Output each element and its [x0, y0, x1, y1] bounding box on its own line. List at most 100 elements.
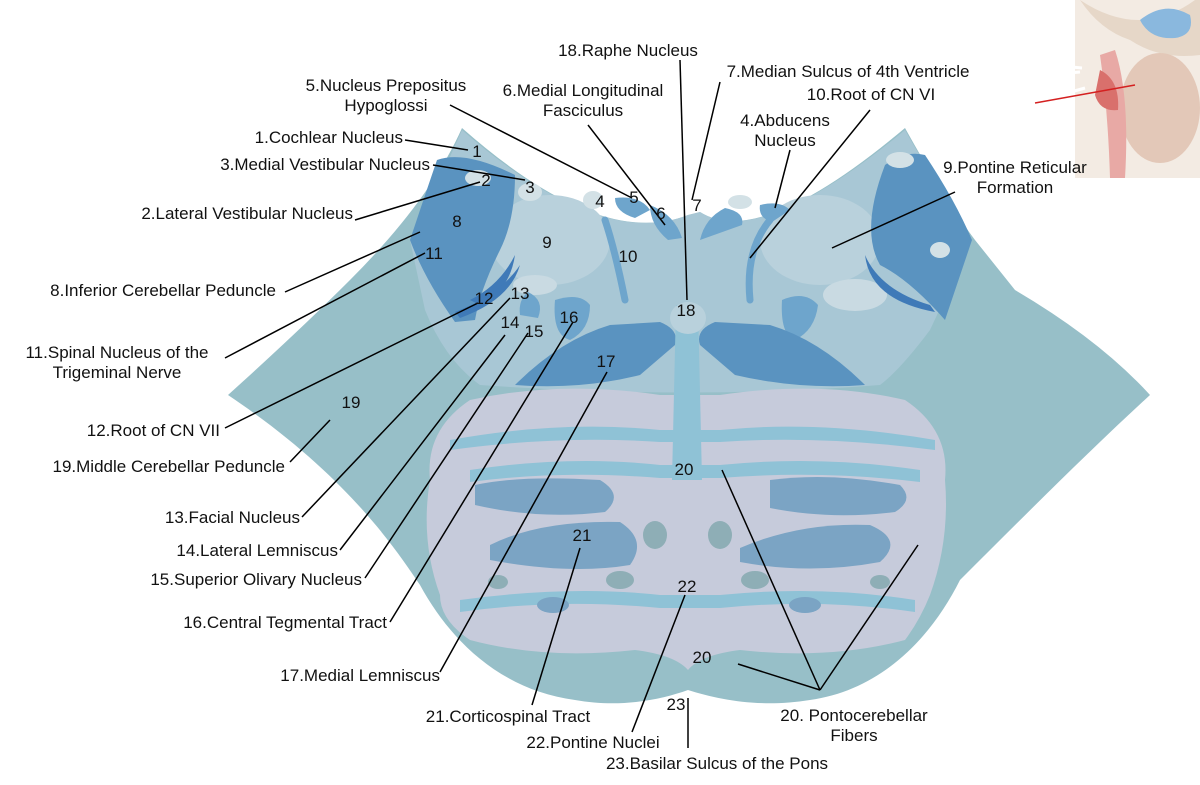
- label-3: 3.Medial Vestibular Nucleus: [220, 155, 430, 174]
- mlf-right: [700, 208, 743, 240]
- number-8: 8: [452, 212, 461, 231]
- pontine-nucleus-patch: [789, 597, 821, 613]
- inset-nerves: [1044, 63, 1086, 97]
- label-21: 21.Corticospinal Tract: [426, 707, 591, 726]
- structure-labels: 18.Raphe Nucleus 7.Median Sulcus of 4th …: [25, 41, 1087, 773]
- number-19: 19: [342, 393, 361, 412]
- pontine-nucleus-patch: [870, 575, 890, 589]
- structure-numbers: 1 2 3 4 5 6 7 8 9 10 11 12 13 14 15 16 1…: [342, 142, 712, 714]
- number-1: 1: [472, 142, 481, 161]
- label-20-line2: Fibers: [830, 726, 877, 745]
- abducens-nucleus-right: [759, 203, 790, 222]
- number-23: 23: [667, 695, 686, 714]
- label-4-line1: 4.Abducens: [740, 111, 830, 130]
- label-11-line1: 11.Spinal Nucleus of the: [25, 343, 208, 362]
- leader-3: [432, 164, 526, 181]
- number-22: 22: [678, 577, 697, 596]
- number-16: 16: [560, 308, 579, 327]
- leader-15: [364, 332, 529, 579]
- label-19: 19.Middle Cerebellar Peduncle: [53, 457, 285, 476]
- label-2: 2.Lateral Vestibular Nucleus: [141, 204, 353, 223]
- number-10: 10: [619, 247, 638, 266]
- leader-21: [531, 547, 581, 706]
- lateral-vestibular-region: [410, 157, 515, 322]
- light-patch: [930, 242, 950, 258]
- leader-2: [354, 181, 481, 221]
- label-7: 7.Median Sulcus of 4th Ventricle: [727, 62, 970, 81]
- number-15: 15: [525, 322, 544, 341]
- number-11: 11: [425, 244, 443, 263]
- leader-lines: [224, 59, 956, 748]
- light-patch: [728, 195, 752, 209]
- medial-lemniscus-left: [515, 322, 676, 387]
- number-20-lower: 20: [693, 648, 712, 667]
- leader-8: [284, 231, 421, 293]
- inset-cerebellum: [1120, 53, 1200, 163]
- light-patch: [518, 183, 542, 201]
- leader-10: [749, 109, 871, 259]
- leader-1: [404, 139, 469, 151]
- label-5-line2: Hypoglossi: [344, 96, 427, 115]
- tegmentum-highlight: [490, 195, 610, 285]
- pontocerebellar-fibers: [450, 426, 935, 450]
- label-6-line2: Fasciculus: [543, 101, 623, 120]
- inset-ventricle: [1140, 8, 1191, 39]
- label-23: 23.Basilar Sulcus of the Pons: [606, 754, 828, 773]
- superior-olivary-right: [781, 296, 818, 340]
- label-16: 16.Central Tegmental Tract: [183, 613, 387, 632]
- leader-19: [289, 419, 331, 463]
- number-7: 7: [692, 196, 701, 215]
- label-11-line2: Trigeminal Nerve: [53, 363, 182, 382]
- light-patch: [513, 275, 557, 295]
- nucleus-prepositus: [615, 197, 650, 218]
- label-4-line2: Nucleus: [754, 131, 815, 150]
- leader-14: [339, 334, 506, 551]
- superior-olivary-left: [554, 296, 590, 340]
- label-12: 12.Root of CN VII: [87, 421, 220, 440]
- light-patch: [823, 279, 887, 311]
- leader-20-c: [819, 544, 919, 691]
- label-1: 1.Cochlear Nucleus: [255, 128, 403, 147]
- number-20-upper: 20: [675, 460, 694, 479]
- number-6: 6: [656, 204, 665, 223]
- number-4: 4: [595, 192, 604, 211]
- pontine-nucleus-patch: [643, 521, 667, 549]
- leader-4: [774, 149, 791, 209]
- number-14: 14: [501, 313, 520, 332]
- leader-20-b: [737, 663, 821, 691]
- raphe-highlight: [670, 302, 706, 334]
- label-14: 14.Lateral Lemniscus: [176, 541, 338, 560]
- leader-17: [439, 371, 608, 673]
- pontocerebellar-fibers: [460, 591, 915, 612]
- light-patch: [583, 191, 603, 209]
- leader-13: [301, 297, 511, 518]
- number-2: 2: [481, 171, 490, 190]
- mlf-left: [650, 205, 682, 240]
- leader-12: [224, 302, 479, 429]
- label-18: 18.Raphe Nucleus: [558, 41, 698, 60]
- corticospinal-left: [490, 521, 638, 569]
- label-20-line1: 20. Pontocerebellar: [780, 706, 928, 725]
- label-9-line2: Formation: [977, 178, 1054, 197]
- leader-5: [449, 104, 633, 199]
- corticospinal-upper-right: [770, 476, 907, 516]
- leader-9: [831, 191, 956, 249]
- anatomy: [228, 128, 1150, 704]
- leader-16: [389, 321, 574, 623]
- number-3: 3: [525, 178, 534, 197]
- root-cn7-left: [455, 265, 520, 318]
- number-9: 9: [542, 233, 551, 252]
- leader-11: [224, 252, 426, 359]
- label-13: 13.Facial Nucleus: [165, 508, 300, 527]
- inset-section-line: [1034, 84, 1136, 104]
- leader-22: [631, 594, 686, 733]
- spinal-trigeminal-right: [865, 255, 935, 312]
- label-5-line1: 5.Nucleus Prepositus: [306, 76, 467, 95]
- leader-6: [587, 124, 666, 226]
- label-9-line1: 9.Pontine Reticular: [943, 158, 1087, 177]
- medial-lemniscus-right: [699, 322, 865, 387]
- corticospinal-right: [740, 524, 891, 569]
- label-15: 15.Superior Olivary Nucleus: [150, 570, 362, 589]
